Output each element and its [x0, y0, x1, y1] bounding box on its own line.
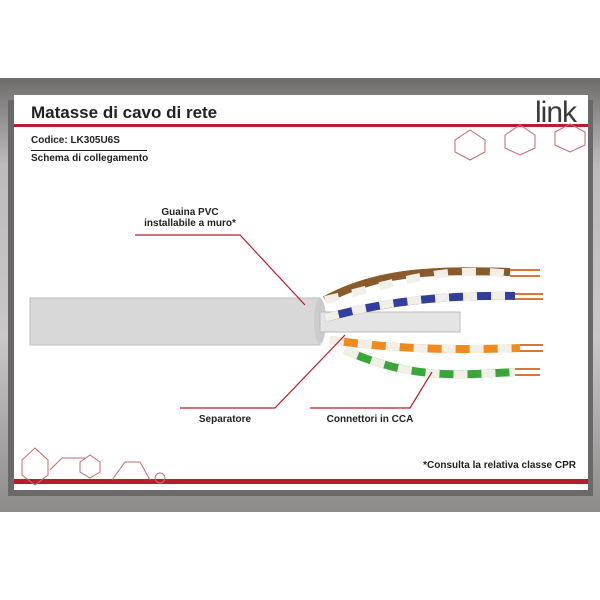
- cpr-note: *Consulta la relativa classe CPR: [423, 460, 576, 471]
- pair-orange: [329, 336, 521, 354]
- sheath-label: Guaina PVC installabile a muro*: [120, 207, 260, 229]
- hexagon-decoration-bottom: [21, 447, 166, 486]
- hexagon-decoration-top: [454, 123, 586, 161]
- code-underline: [31, 150, 147, 151]
- separator-label: Separatore: [198, 414, 252, 425]
- product-code: Codice: LK305U6S: [31, 135, 120, 146]
- sheath-leader-line: [135, 234, 306, 306]
- pair-green: [343, 346, 516, 379]
- separator: [319, 311, 461, 333]
- copper-ends: [510, 269, 543, 376]
- pair-blue: [323, 291, 516, 322]
- header-divider: [14, 124, 588, 127]
- sheath-label-line1: Guaina PVC: [161, 207, 219, 218]
- cable-sheath: [29, 297, 321, 346]
- pair-brown: [323, 267, 511, 304]
- page-title: Matasse di cavo di rete: [31, 103, 218, 122]
- section-subtitle: Schema di collegamento: [31, 153, 149, 164]
- conductors-label: Connettori in CCA: [326, 414, 414, 425]
- footer-divider: [14, 479, 588, 484]
- separator-leader-line: [180, 334, 346, 409]
- conductors-leader-line: [310, 371, 433, 409]
- sheath-label-line2: installabile a muro*: [144, 218, 236, 229]
